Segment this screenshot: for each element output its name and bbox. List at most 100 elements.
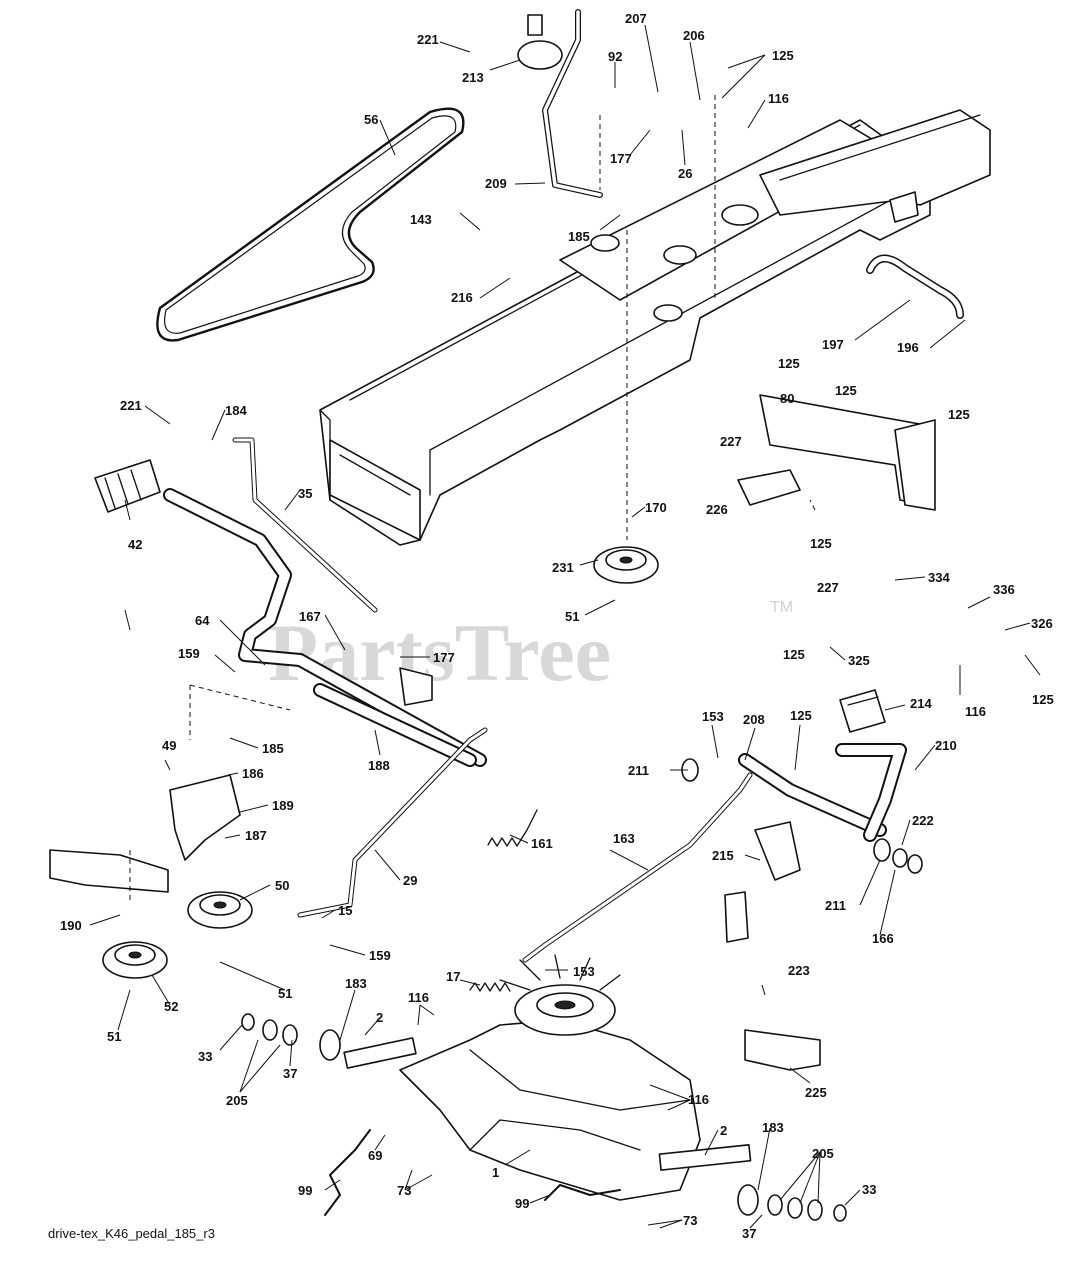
callout-183: 183: [345, 976, 367, 991]
callout-325: 325: [848, 653, 870, 668]
callout-226: 226: [706, 502, 728, 517]
callout-177b: 177: [433, 650, 455, 665]
callout-52: 52: [164, 999, 178, 1014]
callout-37: 37: [283, 1066, 297, 1081]
callout-206: 206: [683, 28, 705, 43]
rear-bracket: [737, 394, 936, 511]
callout-190: 190: [60, 918, 82, 933]
callout-51b: 51: [278, 986, 292, 1001]
callout-33: 33: [198, 1049, 212, 1064]
callout-205b: 205: [812, 1146, 834, 1161]
callout-56: 56: [364, 112, 378, 127]
callout-50: 50: [275, 878, 289, 893]
callout-183b: 183: [762, 1120, 784, 1135]
callout-51c: 51: [107, 1029, 121, 1044]
callout-225: 225: [805, 1085, 827, 1100]
callout-336: 336: [993, 582, 1015, 597]
callout-211b: 211: [825, 898, 846, 913]
callout-227: 227: [720, 434, 742, 449]
callout-116d: 116: [688, 1092, 709, 1107]
callout-125h: 125: [790, 708, 812, 723]
callout-80: 80: [780, 391, 794, 406]
callout-92: 92: [608, 49, 622, 64]
leader-lines: [89, 24, 1041, 1229]
callout-177: 177: [610, 151, 632, 166]
callout-209: 209: [485, 176, 507, 191]
callout-73: 73: [397, 1183, 411, 1198]
callout-159b: 159: [369, 948, 391, 963]
callout-222: 222: [912, 813, 934, 828]
callout-125f: 125: [783, 647, 805, 662]
callout-213: 213: [462, 70, 484, 85]
callout-184: 184: [225, 403, 247, 418]
callout-215: 215: [712, 848, 734, 863]
idler-pulley-231: [593, 546, 659, 584]
callout-125b: 125: [778, 356, 800, 371]
callout-185: 185: [568, 229, 590, 244]
callout-153: 153: [702, 709, 724, 724]
callout-69: 69: [368, 1148, 382, 1163]
callout-221: 221: [417, 32, 439, 47]
callout-197: 197: [822, 337, 844, 352]
drive-belt: [156, 107, 465, 342]
callout-29: 29: [403, 873, 417, 888]
transaxle: [343, 954, 752, 1201]
watermark-text: PartsTree: [268, 607, 611, 698]
callout-185b: 185: [262, 741, 284, 756]
callout-189: 189: [272, 798, 294, 813]
callout-186: 186: [242, 766, 264, 781]
callout-26: 26: [678, 166, 692, 181]
callout-159: 159: [178, 646, 200, 661]
callout-211: 211: [628, 763, 649, 778]
callout-15: 15: [338, 903, 352, 918]
callout-116b: 116: [965, 704, 986, 719]
callout-161: 161: [531, 836, 553, 851]
idler-pulley-52: [102, 941, 168, 979]
callout-210: 210: [935, 738, 957, 753]
callout-187: 187: [245, 828, 267, 843]
callout-223: 223: [788, 963, 810, 978]
callout-163: 163: [613, 831, 635, 846]
callout-125e: 125: [810, 536, 832, 551]
callout-2: 2: [376, 1010, 383, 1025]
callout-170: 170: [645, 500, 667, 515]
tractor-frame: [319, 109, 991, 546]
callout-125c: 125: [835, 383, 857, 398]
watermark-tm: TM: [770, 599, 793, 616]
callout-125d: 125: [948, 407, 970, 422]
callout-125: 125: [772, 48, 794, 63]
callout-196: 196: [897, 340, 919, 355]
callout-37b: 37: [742, 1226, 756, 1241]
callout-334: 334: [928, 570, 950, 585]
callout-64: 64: [195, 613, 210, 628]
callout-116: 116: [768, 91, 789, 106]
callout-2b: 2: [720, 1123, 727, 1138]
callout-35: 35: [298, 486, 312, 501]
callout-188: 188: [368, 758, 390, 773]
callout-1: 1: [492, 1165, 499, 1180]
idler-pulley-50: [187, 891, 253, 929]
callout-143: 143: [410, 212, 432, 227]
callout-214: 214: [910, 696, 932, 711]
callout-125g: 125: [1032, 692, 1054, 707]
callout-166: 166: [872, 931, 894, 946]
callout-216: 216: [451, 290, 473, 305]
callout-326: 326: [1031, 616, 1053, 631]
callout-49: 49: [162, 738, 176, 753]
callout-227b: 227: [817, 580, 839, 595]
callout-42: 42: [128, 537, 142, 552]
callouts: 221 213 207 92 206 125 116 56 177 26 209…: [60, 11, 1054, 1241]
callout-33b: 33: [862, 1182, 876, 1197]
callout-99: 99: [298, 1183, 312, 1198]
callout-205: 205: [226, 1093, 248, 1108]
callout-116c: 116: [408, 990, 429, 1005]
callout-51: 51: [565, 609, 579, 624]
callout-231: 231: [552, 560, 574, 575]
callout-207: 207: [625, 11, 647, 26]
callout-17: 17: [446, 969, 460, 984]
diagram-filename-label: drive-tex_K46_pedal_185_r3: [48, 1226, 215, 1241]
callout-208: 208: [743, 712, 765, 727]
callout-167: 167: [299, 609, 321, 624]
callout-73b: 73: [683, 1213, 697, 1228]
